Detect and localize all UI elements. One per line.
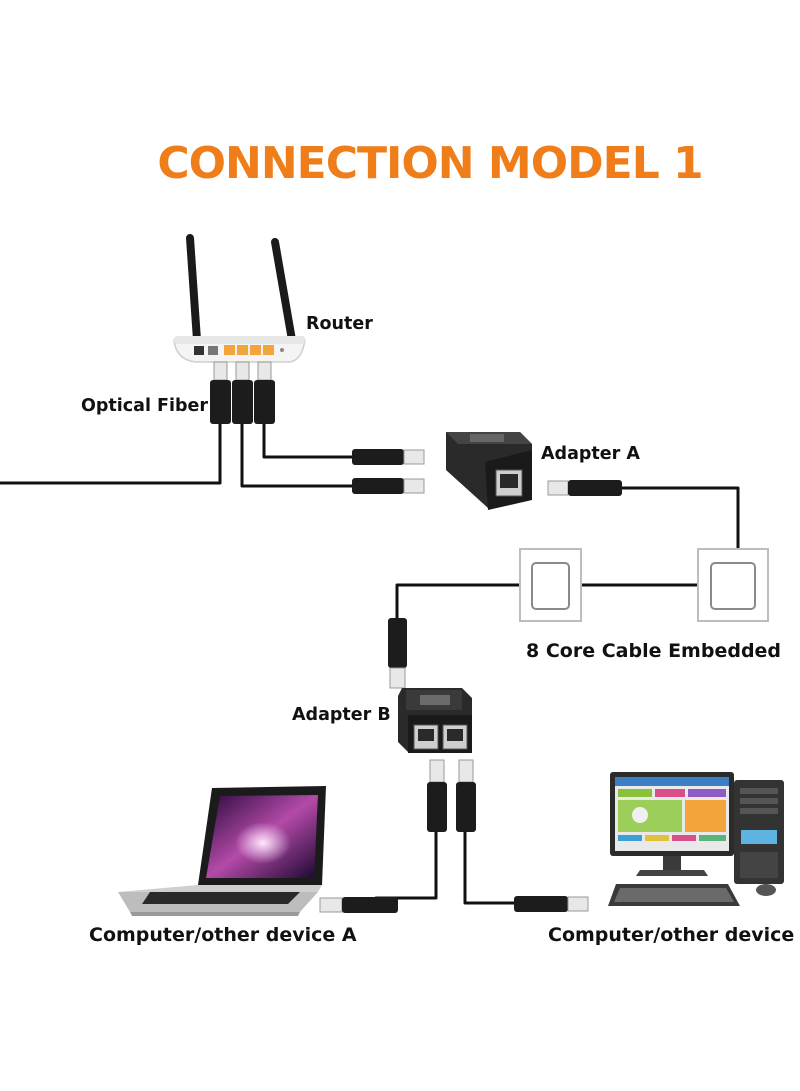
adapter-a-label: Adapter A xyxy=(541,444,640,464)
adapter-b-to-device-a-cable xyxy=(374,828,438,900)
plug-icon xyxy=(456,759,476,832)
plug-icon xyxy=(210,361,231,424)
wall-plate-left-icon xyxy=(519,548,582,622)
adapter-a-icon xyxy=(446,432,532,510)
wall-plate-right-icon xyxy=(697,548,769,622)
device-a-label: Computer/other device A xyxy=(89,924,357,946)
device-a-plug xyxy=(319,897,398,913)
cables xyxy=(0,418,740,905)
adapter-a-input-plugs xyxy=(352,449,425,494)
adapter-a-output-plug xyxy=(547,480,622,496)
router-plugs xyxy=(210,361,275,424)
plug-icon xyxy=(352,478,425,494)
adapter-b-label: Adapter B xyxy=(292,705,391,725)
router-label: Router xyxy=(306,314,373,334)
adapter-b-icon xyxy=(398,688,472,753)
adapter-a-cable xyxy=(620,486,740,551)
page-title: CONNECTION MODEL 1 xyxy=(157,138,703,189)
plug-icon xyxy=(352,449,425,465)
adapter-b-to-device-b-cable xyxy=(463,828,516,905)
plug-icon xyxy=(427,759,447,832)
optical-fiber-label: Optical Fiber xyxy=(81,396,209,416)
adapter-b-input-plug xyxy=(388,618,407,689)
laptop-icon xyxy=(118,786,326,916)
optical-fiber-cable xyxy=(0,418,222,485)
plug-icon xyxy=(232,361,253,424)
router-cable-1 xyxy=(240,418,354,488)
device-b-plug xyxy=(514,896,589,912)
desktop-computer-icon xyxy=(608,772,784,906)
adapter-b-output-plugs xyxy=(427,759,476,832)
router-icon xyxy=(173,234,306,363)
cable-embedded-label: 8 Core Cable Embedded xyxy=(526,640,782,662)
device-b-label: Computer/other device B xyxy=(548,924,800,946)
wall-to-adapter-b-cable xyxy=(395,583,522,622)
plug-icon xyxy=(254,361,275,424)
router-cable-2 xyxy=(262,418,354,459)
